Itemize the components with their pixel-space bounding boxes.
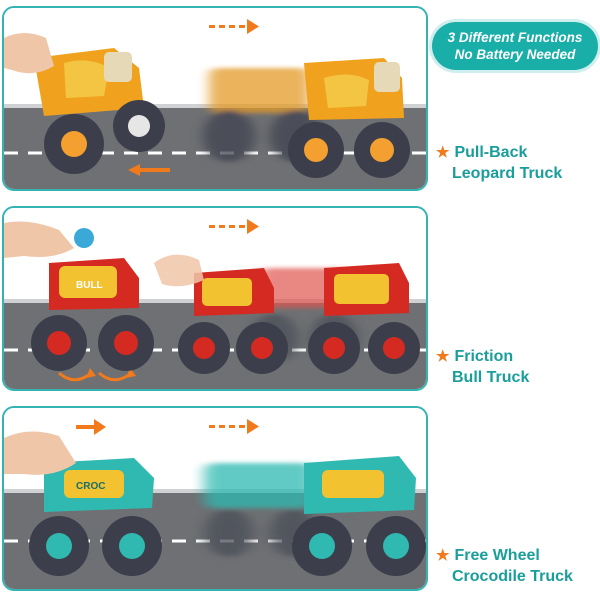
croc-truck-left: CROC <box>29 458 162 576</box>
badge-line-2: No Battery Needed <box>454 47 576 62</box>
hand-icon <box>4 221 94 258</box>
caption-bull-line-2: Bull Truck <box>452 369 530 386</box>
caption-crocodile-line-2: Crocodile Truck <box>452 568 573 585</box>
star-icon: ★ <box>436 547 450 564</box>
leopard-scene <box>4 8 426 189</box>
bull-truck-middle <box>178 268 288 374</box>
hand-icon <box>4 431 76 475</box>
croc-truck-right <box>292 456 426 576</box>
star-icon: ★ <box>436 348 450 365</box>
hand-icon <box>4 33 54 74</box>
caption-leopard-line-1: Pull-Back <box>454 144 528 161</box>
badge-line-1: 3 Different Functions <box>447 30 583 45</box>
star-icon: ★ <box>436 144 450 161</box>
panel-bull: BULL <box>2 206 428 391</box>
bull-truck-left: BULL <box>31 258 154 371</box>
bull-truck-right <box>308 263 420 374</box>
functions-badge: 3 Different Functions No Battery Needed <box>432 22 598 70</box>
caption-leopard-line-2: Leopard Truck <box>452 165 563 182</box>
arrow-right-icon <box>209 19 259 34</box>
caption-crocodile: ★Free Wheel Crocodile Truck <box>436 545 596 587</box>
leopard-truck-right <box>288 58 410 178</box>
bull-decal: BULL <box>76 280 103 291</box>
croc-decal: CROC <box>76 481 105 492</box>
caption-leopard: ★Pull-Back Leopard Truck <box>436 142 596 184</box>
arrow-right-icon <box>76 419 106 435</box>
crocodile-scene: CROC <box>4 408 426 589</box>
arrow-left-icon <box>128 164 170 176</box>
leopard-truck-left <box>34 48 165 174</box>
hand-icon <box>154 254 204 287</box>
caption-bull-line-1: Friction <box>454 348 514 365</box>
caption-bull: ★Friction Bull Truck <box>436 346 596 388</box>
caption-crocodile-line-1: Free Wheel <box>454 547 540 564</box>
arrow-right-icon <box>209 219 259 234</box>
bull-scene: BULL <box>4 208 426 389</box>
panel-crocodile: CROC <box>2 406 428 591</box>
curved-arrows-icon <box>58 368 136 382</box>
arrow-right-icon <box>209 419 259 434</box>
panel-leopard <box>2 6 428 191</box>
